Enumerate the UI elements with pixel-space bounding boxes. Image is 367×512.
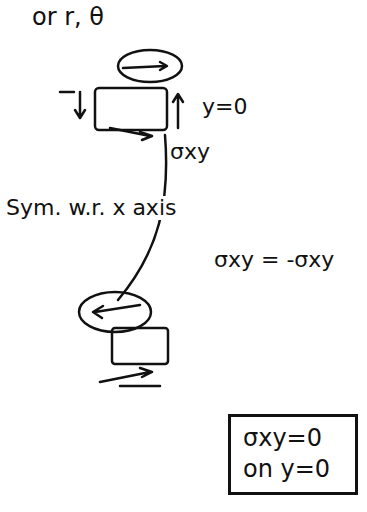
boxed-note: σxy=0 on y=0 xyxy=(228,414,358,495)
annotation-label: Sym. w.r. x axis xyxy=(4,196,178,220)
annotation-label: or r, θ xyxy=(30,4,106,30)
annotation-label: y=0 xyxy=(200,95,249,119)
note-text: σxy=0 on y=0 xyxy=(243,423,343,485)
annotation-label: σxy xyxy=(168,140,212,164)
annotation-label: σxy = -σxy xyxy=(212,248,336,272)
